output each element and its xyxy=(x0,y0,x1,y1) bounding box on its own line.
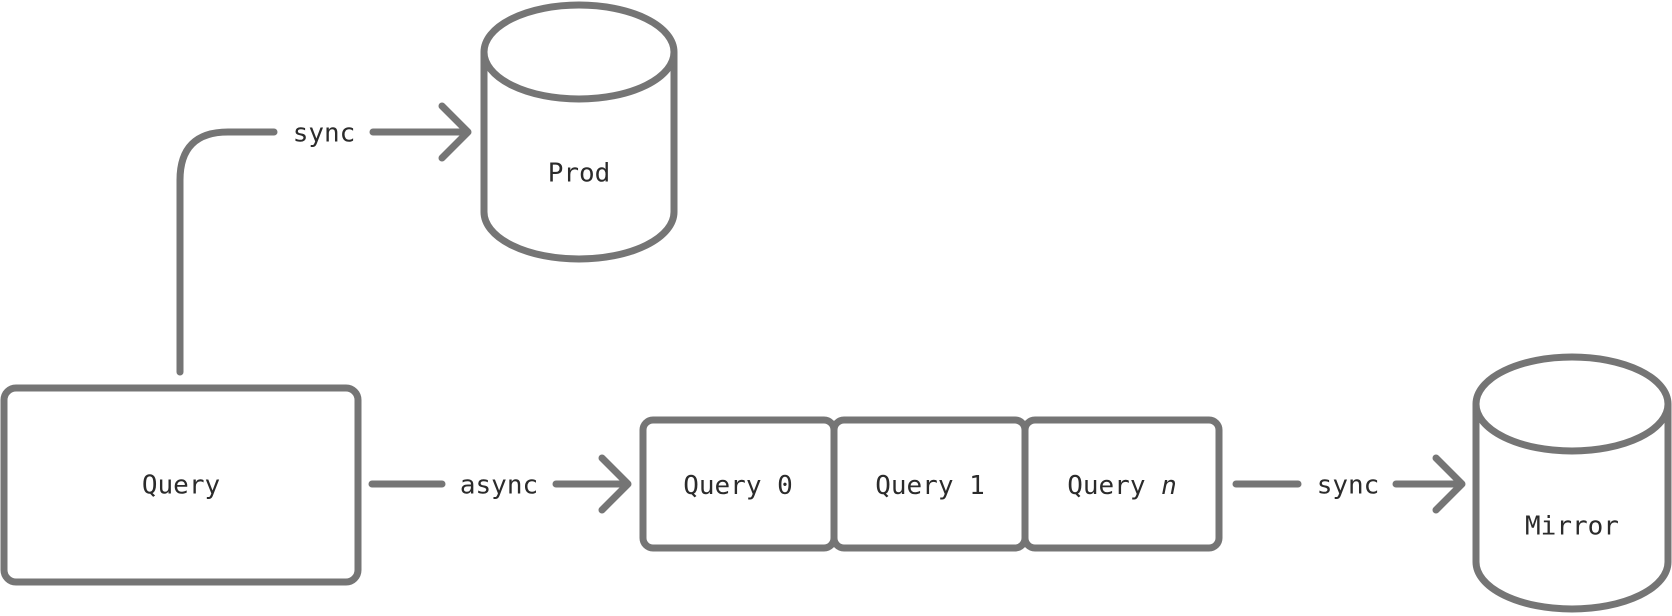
queue-item-1: Query 1 xyxy=(830,416,1029,552)
edge-to-prod: sync xyxy=(176,102,472,376)
prod-cylinder-top xyxy=(480,1,678,103)
query-node-label: Query xyxy=(142,471,220,501)
query-queue: Query 0 Query 1 Query n xyxy=(639,416,1223,552)
queue-item-0-index: 0 xyxy=(777,471,793,501)
edge-to-queue-label: async xyxy=(460,471,538,501)
mirror-database: Mirror xyxy=(1472,353,1672,613)
queue-item-n: Query n xyxy=(1021,416,1223,552)
edge-to-prod-path xyxy=(176,128,278,376)
edge-to-queue: async xyxy=(368,454,632,514)
queue-item-1-prefix: Query xyxy=(875,471,953,501)
svg-text:Query 1: Query 1 xyxy=(875,471,985,501)
mirror-cylinder-body xyxy=(1472,404,1672,613)
edge-to-mirror: sync xyxy=(1232,454,1466,514)
arrow-head-icon xyxy=(438,102,472,162)
svg-text:Query 0: Query 0 xyxy=(683,471,793,501)
prod-database: Prod xyxy=(480,1,678,263)
queue-item-0-prefix: Query xyxy=(683,471,761,501)
svg-text:Query n: Query n xyxy=(1067,471,1177,501)
queue-item-n-index: n xyxy=(1161,471,1177,501)
mirror-label: Mirror xyxy=(1525,512,1619,542)
queue-item-n-prefix: Query xyxy=(1067,471,1145,501)
queue-item-1-index: 1 xyxy=(969,471,985,501)
prod-cylinder-body xyxy=(480,52,678,263)
edge-to-mirror-label: sync xyxy=(1317,471,1380,501)
arrow-head-icon xyxy=(1432,454,1466,514)
edge-to-prod-label: sync xyxy=(293,119,356,149)
mirror-cylinder-top xyxy=(1472,353,1672,455)
query-node: Query xyxy=(0,384,362,586)
prod-label: Prod xyxy=(548,159,611,189)
queue-item-0: Query 0 xyxy=(639,416,838,552)
arrow-head-icon xyxy=(598,454,632,514)
